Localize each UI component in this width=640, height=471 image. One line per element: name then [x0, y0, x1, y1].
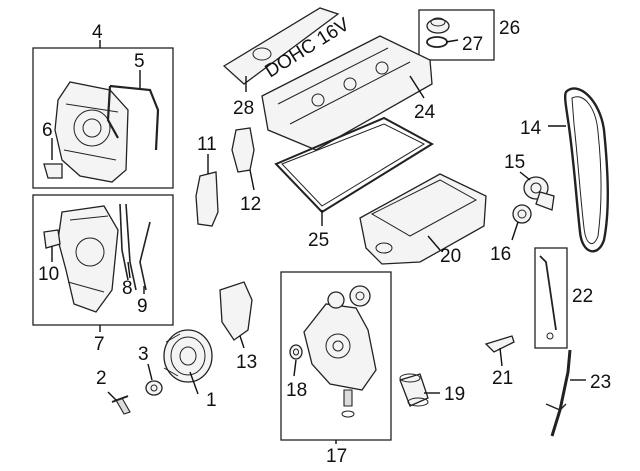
leader-1	[189, 371, 199, 395]
callout-8: 8	[122, 278, 133, 299]
oil-pump-relief-parts	[341, 389, 355, 418]
lower-cover-clip	[43, 229, 61, 249]
leader-12	[249, 169, 255, 191]
leader-2	[107, 391, 117, 401]
oil-pan	[359, 173, 487, 265]
engine-bracket-13	[219, 281, 253, 341]
timing-cover-lower-group-box	[32, 194, 174, 326]
dipstick-group-box	[534, 247, 568, 349]
callout-9: 9	[137, 296, 148, 317]
crankshaft-pulley	[163, 329, 213, 383]
engine-bracket-12	[231, 127, 255, 173]
callout-15: 15	[504, 152, 525, 173]
leader-27	[445, 39, 459, 43]
callout-28: 28	[233, 98, 254, 119]
oil-filler-cap	[426, 17, 450, 34]
oil-pump	[303, 285, 377, 391]
sensor-bracket	[484, 335, 515, 353]
callout-24: 24	[414, 102, 436, 123]
valve-cover	[261, 35, 433, 151]
valve-cover-gasket	[274, 116, 434, 214]
callout-2: 2	[96, 368, 107, 389]
timing-cover-upper-group-box	[32, 47, 174, 189]
oil-cap-seal	[426, 36, 448, 48]
oil-filter	[399, 373, 429, 407]
callout-25: 25	[308, 230, 329, 251]
callout-11: 11	[197, 134, 217, 155]
leader-21	[499, 347, 503, 367]
pulley-bolt	[111, 395, 131, 415]
callout-7: 7	[94, 334, 105, 355]
timing-belt	[563, 87, 609, 253]
callout-22: 22	[572, 286, 593, 307]
callout-6: 6	[42, 120, 53, 141]
leader-3	[147, 363, 153, 381]
leader-18	[293, 359, 297, 377]
leader-15	[519, 171, 531, 181]
callout-17: 17	[326, 446, 347, 467]
callout-4: 4	[92, 22, 103, 43]
oil-pump-seal	[289, 344, 303, 360]
callout-23: 23	[590, 372, 611, 393]
idler-pulley	[512, 204, 532, 224]
oil-dipstick	[539, 255, 557, 340]
callout-3: 3	[138, 344, 149, 365]
callout-14: 14	[520, 118, 542, 139]
leader-13	[239, 335, 245, 349]
timing-cover-seal	[106, 84, 160, 151]
callout-21: 21	[492, 368, 513, 389]
upper-timing-cover	[54, 81, 129, 183]
callout-10: 10	[38, 264, 59, 285]
callout-18: 18	[286, 380, 307, 401]
pulley-washer	[145, 380, 163, 396]
leader-8	[127, 261, 131, 279]
callout-12: 12	[240, 194, 261, 215]
leader-24	[409, 75, 425, 99]
callout-16: 16	[490, 244, 511, 265]
callout-20: 20	[440, 246, 461, 267]
belt-tensioner	[523, 176, 555, 211]
callout-1: 1	[206, 390, 217, 411]
oil-cap-group-box	[418, 9, 495, 61]
callout-19: 19	[444, 384, 465, 405]
lower-timing-cover	[57, 205, 119, 313]
callout-5: 5	[134, 51, 145, 72]
callout-27: 27	[462, 34, 483, 55]
cover-bracket	[43, 163, 63, 179]
callout-13: 13	[236, 352, 257, 373]
leader-20	[427, 235, 441, 251]
engine-bracket-11	[195, 171, 219, 227]
leader-16	[511, 221, 519, 241]
engine-cover	[222, 7, 340, 85]
callout-26: 26	[499, 18, 520, 39]
lower-cover-gasket	[119, 203, 151, 291]
dipstick-tube	[545, 349, 572, 437]
